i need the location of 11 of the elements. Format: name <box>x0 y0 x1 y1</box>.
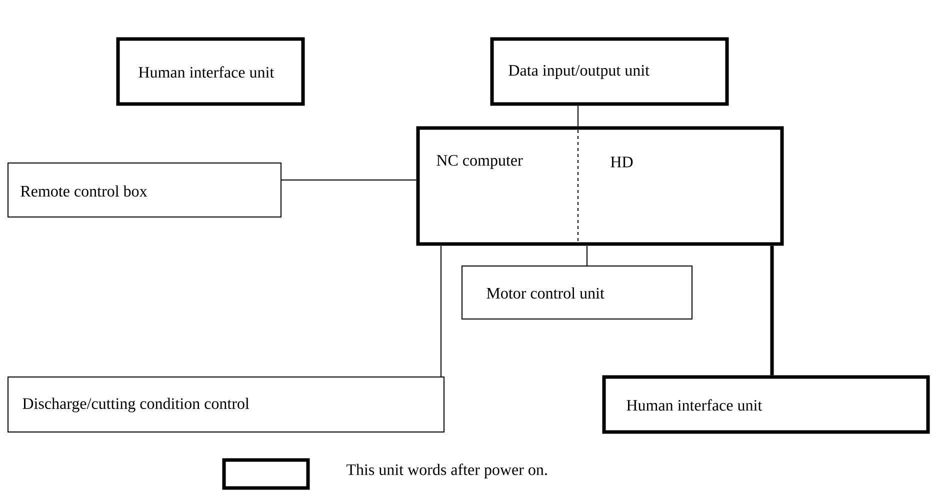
unit-box: Discharge/cutting condition control <box>8 376 444 432</box>
connector-line <box>770 246 774 376</box>
unit-box: Human interface unit <box>602 375 930 434</box>
unit-box: Motor control unit <box>462 266 692 320</box>
unit-box: Human interface unit <box>116 37 305 106</box>
legend-entry: This unit words after power on. <box>222 458 547 490</box>
unit-box: Data input/output unit <box>490 37 729 106</box>
connector-line <box>586 245 588 266</box>
unit-box: NC computer HD <box>416 126 784 246</box>
unit-box: Remote control box <box>8 162 282 218</box>
connector-line <box>440 245 442 377</box>
